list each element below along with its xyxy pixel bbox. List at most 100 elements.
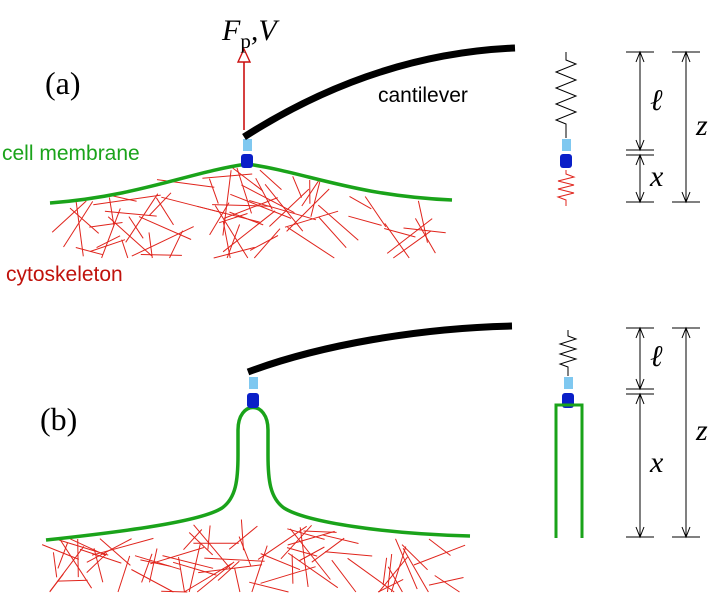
cytoskeleton-filament [299, 527, 309, 587]
dimension-markers-b [626, 326, 700, 539]
dim-x-label-b: x [649, 446, 664, 479]
spring-linker-light-a [562, 139, 571, 151]
cell-membrane-b [45, 405, 471, 542]
cytoskeleton-filament [208, 178, 219, 204]
cytoskeleton-filament [240, 519, 244, 551]
cytoskeleton-filament [52, 552, 58, 578]
cytoskeleton-filament [131, 226, 194, 257]
cytoskeleton-filament [41, 544, 79, 560]
cytoskeleton-filament [222, 170, 232, 236]
cytoskeleton-filament [131, 569, 174, 593]
cytoskeleton-filament [86, 538, 132, 563]
cantilever-b [246, 322, 513, 376]
cytoskeleton-filament [57, 542, 69, 569]
cytoskeleton-filament [161, 196, 227, 215]
cytoskeleton-filament [228, 525, 258, 550]
cytoskeleton-filament [57, 579, 88, 582]
force-label-rest: ,V [251, 14, 281, 47]
cytoskeleton-filament [217, 560, 240, 581]
cytoskeleton-filament [287, 530, 335, 546]
cytoskeleton-filament [301, 179, 320, 207]
cytoskeleton-filament [364, 196, 387, 228]
cytoskeleton-filament [387, 553, 393, 593]
cytoskeleton-filament [318, 216, 347, 249]
cytoskeleton-filament [298, 546, 325, 562]
cytoskeleton-filament [121, 239, 129, 259]
cytoskeleton-filament [287, 226, 335, 259]
cytoskeleton-filament [321, 534, 359, 544]
cytoskeleton-filament [99, 538, 131, 566]
force-label-F: F [221, 14, 241, 47]
cytoskeleton-filament [413, 544, 466, 566]
cytoskeleton-filament [249, 200, 317, 221]
cantilever-a [242, 44, 516, 140]
cytoskeleton-label: cytoskeleton [6, 263, 123, 286]
cytoskeleton-filament [349, 195, 372, 210]
cytoskeleton-filament [286, 188, 330, 232]
force-label-sub: p [240, 29, 251, 53]
cytoskeleton-filament [347, 557, 395, 593]
dim-z-label-b: z [695, 414, 708, 447]
cytoskeleton-filament [213, 246, 255, 259]
cytoskeleton-filament [219, 213, 248, 224]
cytoskeleton-filament [223, 197, 278, 219]
cytoskeleton-filament [134, 555, 181, 570]
cytoskeleton-filament [260, 553, 301, 571]
cytoskeleton-filament [395, 538, 418, 590]
cytoskeleton-filament [207, 525, 211, 550]
cytoskeleton-filament [241, 184, 295, 214]
cytoskeleton-filament [178, 557, 185, 593]
cytoskeleton-filament [89, 222, 123, 228]
cytoskeleton-filament [202, 173, 253, 179]
membrane-spring-a [556, 170, 576, 206]
dim-l-label-a: ℓ [650, 84, 663, 117]
cytoskeleton-filament [209, 202, 230, 236]
cytoskeleton-filament [232, 167, 264, 192]
cytoskeleton-filament [251, 545, 268, 593]
cytoskeleton-filament [230, 193, 292, 219]
cytoskeleton-filament [291, 554, 294, 584]
cytoskeleton-filament [204, 557, 265, 562]
dim-x-label-a: x [649, 160, 664, 193]
cytoskeleton-filament [428, 577, 464, 586]
cytoskeleton-filament [257, 525, 307, 560]
cytoskeleton-filament [403, 227, 446, 234]
cytoskeleton-filament [162, 555, 214, 569]
dim-l-label-b: ℓ [650, 340, 663, 373]
cytoskeleton-filament [183, 529, 203, 551]
cytoskeleton-filament [149, 548, 158, 583]
cytoskeleton-network-a [51, 167, 446, 259]
cytoskeleton-filament [150, 547, 205, 565]
cytoskeleton-filament [140, 254, 182, 256]
cytoskeleton-filament [292, 176, 303, 198]
panel-b: (b) ℓ x z [40, 322, 708, 593]
cytoskeleton-filament [93, 194, 161, 206]
cytoskeleton-filament [236, 167, 252, 214]
cytoskeleton-filament [161, 590, 188, 593]
cytoskeleton-filament [255, 177, 273, 210]
force-label: Fp,V [221, 14, 280, 53]
cytoskeleton-filament [111, 195, 137, 202]
cytoskeleton-filament [155, 197, 174, 226]
cytoskeleton-filament [414, 218, 436, 254]
membrane-tube-b [554, 403, 584, 538]
cell-membrane-label: cell membrane [2, 142, 140, 165]
cytoskeleton-filament [96, 235, 121, 249]
cytoskeleton-filament [311, 537, 345, 563]
cytoskeleton-filament [138, 216, 192, 240]
cytoskeleton-filament [259, 169, 282, 190]
cytoskeleton-filament [69, 207, 100, 234]
cytoskeleton-filament [117, 555, 131, 593]
cytoskeleton-filament [226, 224, 241, 259]
cytoskeleton-filament [287, 552, 339, 589]
cytoskeleton-filament [269, 188, 310, 227]
cytoskeleton-filament [382, 557, 388, 585]
cell-membrane-a [49, 162, 453, 205]
cytoskeleton-filament [214, 205, 249, 259]
cytoskeleton-filament [128, 216, 144, 239]
cytoskeleton-filament [401, 544, 428, 571]
cytoskeleton-filament [377, 578, 404, 593]
cytoskeleton-filament [222, 210, 276, 253]
cytoskeleton-filament [75, 200, 84, 257]
cytoskeleton-filament [148, 232, 153, 259]
